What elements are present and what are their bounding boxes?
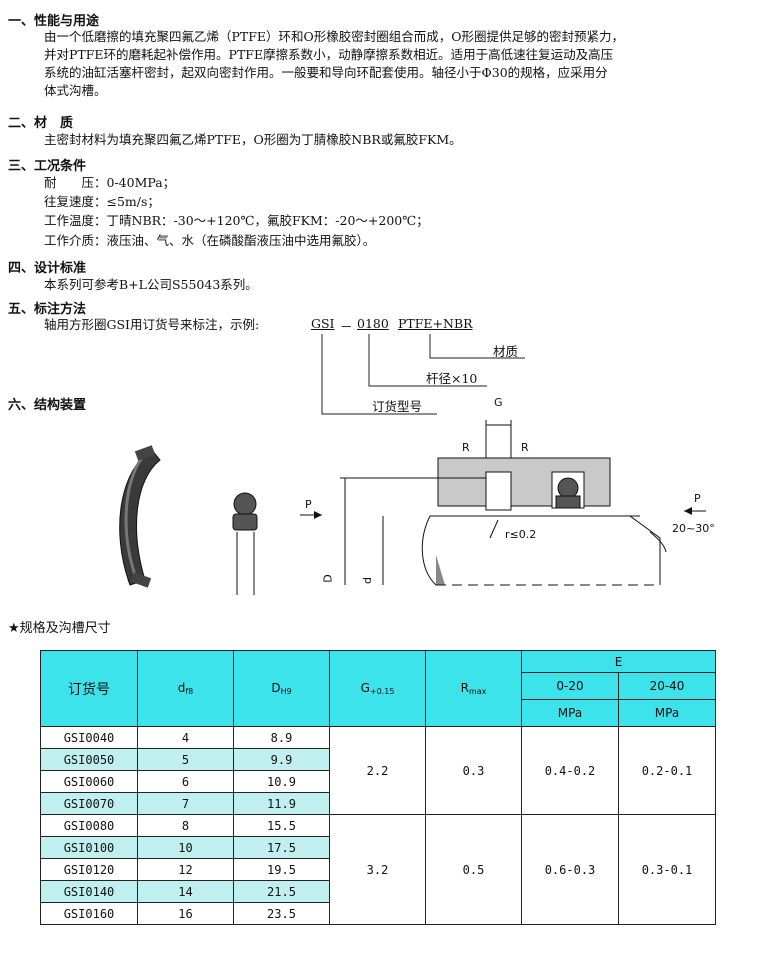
- table-row: GSI0160 16 23.5: [40, 902, 716, 925]
- chamfer-angle-label: 20~30°: [672, 522, 715, 535]
- pressure-label-left: P: [305, 498, 312, 511]
- pressure-label-right: P: [694, 492, 701, 505]
- section-3-line: 往复速度：≤5m/s；: [44, 194, 160, 209]
- section-1-line: 由一个低磨擦的填充聚四氟乙烯（PTFE）环和O形橡胶密封圈组合而成，O形圈提供足…: [44, 29, 625, 44]
- cell-d: 5: [137, 748, 234, 771]
- section-5-line: 轴用方形圈GSI用订货号来标注，示例:: [44, 317, 260, 332]
- header-order: 订货号: [40, 650, 138, 727]
- groove-width-label: G: [494, 396, 503, 409]
- header-r: Rmax: [425, 650, 522, 727]
- cell-d: 12: [137, 858, 234, 881]
- header-e1-top: 0-20: [521, 672, 619, 700]
- seal-cross-section-image: [232, 492, 258, 595]
- section-1-line: 并对PTFE环的磨耗起补偿作用。PTFE摩擦系数小，动静摩擦系数相近。适用于高低…: [44, 47, 614, 62]
- cell-D: 10.9: [233, 770, 330, 793]
- header-df: df8: [137, 650, 234, 727]
- order-material: PTFE+NBR: [398, 316, 473, 331]
- cell-code: GSI0100: [40, 836, 138, 859]
- order-dash: －: [340, 319, 353, 334]
- cell-r: 0.5: [425, 814, 522, 925]
- radius-label-right: R: [521, 441, 529, 454]
- header-dh: DH9: [233, 650, 330, 727]
- header-e1-bottom: MPa: [521, 699, 619, 727]
- header-e2-top: 20-40: [618, 672, 716, 700]
- section-4-line: 本系列可参考B+L公司S55043系列。: [44, 277, 258, 292]
- cell-d: 10: [137, 836, 234, 859]
- cell-code: GSI0120: [40, 858, 138, 881]
- section-5-title: 五、标注方法: [8, 302, 87, 317]
- cell-D: 23.5: [233, 902, 330, 925]
- table-title: ★规格及沟槽尺寸: [8, 621, 111, 636]
- cell-d: 4: [137, 726, 234, 749]
- section-6-title: 六、结构装置: [8, 398, 87, 413]
- corner-radius-label: r≤0.2: [505, 528, 537, 541]
- seal-structure-diagram: [119, 420, 706, 595]
- section-3-line: 工作介质：液压油、气、水（在磷酸酯液压油中选用氟胶）。: [44, 233, 376, 248]
- cell-r: 0.3: [425, 726, 522, 815]
- header-e2-bottom: MPa: [618, 699, 716, 727]
- cell-d: 14: [137, 880, 234, 903]
- cell-code: GSI0050: [40, 748, 138, 771]
- cell-code: GSI0070: [40, 792, 138, 815]
- order-code: GSI: [311, 316, 335, 331]
- cell-e2: 0.3-0.1: [618, 814, 716, 925]
- cell-g: 3.2: [329, 814, 426, 925]
- cell-e1: 0.4-0.2: [521, 726, 619, 815]
- cell-d: 6: [137, 770, 234, 793]
- order-size: 0180: [357, 316, 389, 331]
- order-label-order: 订货型号: [372, 399, 423, 414]
- section-4-title: 四、设计标准: [8, 261, 87, 276]
- cell-D: 17.5: [233, 836, 330, 859]
- section-3-line: 耐 压：0-40MPa；: [44, 175, 176, 190]
- cell-e2: 0.2-0.1: [618, 726, 716, 815]
- cell-code: GSI0080: [40, 814, 138, 837]
- order-label-material: 材质: [493, 344, 519, 359]
- table-row: GSI0060 6 10.9: [40, 770, 716, 793]
- section-1-line: 体式沟槽。: [44, 83, 107, 98]
- header-g: G+0.15: [329, 650, 426, 727]
- section-3-title: 三、工况条件: [8, 159, 87, 174]
- order-leader-lines: [321, 334, 525, 415]
- order-label-size: 杆径×10: [426, 371, 478, 386]
- cell-code: GSI0160: [40, 902, 138, 925]
- cell-D: 15.5: [233, 814, 330, 837]
- radius-label-left: R: [462, 441, 470, 454]
- cell-code: GSI0140: [40, 880, 138, 903]
- table-row: GSI0140 14 21.5: [40, 880, 716, 903]
- cell-e1: 0.6-0.3: [521, 814, 619, 925]
- table-row: GSI0050 5 9.9: [40, 748, 716, 771]
- section-3-line: 工作温度：丁晴NBR：-30～+120℃，氟胶FKM：-20～+200℃；: [44, 213, 429, 228]
- table-row: GSI0100 10 17.5: [40, 836, 716, 859]
- seal-ring-3d-image: [119, 445, 161, 588]
- header-e: E: [521, 650, 716, 673]
- bore-diameter-label: D: [321, 574, 335, 583]
- cell-g: 2.2: [329, 726, 426, 815]
- cell-d: 16: [137, 902, 234, 925]
- cell-D: 9.9: [233, 748, 330, 771]
- section-1-line: 系统的油缸活塞杆密封，起双向密封作用。一般要和导向环配套使用。轴径小于Φ30的规…: [44, 65, 608, 80]
- section-2-title: 二、材 质: [8, 116, 74, 131]
- section-2-line: 主密封材料为填充聚四氟乙烯PTFE，O形圈为丁腈橡胶NBR或氟胶FKM。: [44, 132, 462, 147]
- table-row: GSI0040 4 8.9 2.2 0.3 0.4-0.2 0.2-0.1: [40, 726, 716, 815]
- rod-diameter-label: d: [360, 577, 374, 584]
- cell-d: 7: [137, 792, 234, 815]
- cell-D: 8.9: [233, 726, 330, 749]
- cell-d: 8: [137, 814, 234, 837]
- cell-D: 11.9: [233, 792, 330, 815]
- cell-code: GSI0060: [40, 770, 138, 793]
- cell-code: GSI0040: [40, 726, 138, 749]
- table-row: GSI0080 8 15.5 3.2 0.5 0.6-0.3 0.3-0.1: [40, 814, 716, 925]
- section-1-title: 一、性能与用途: [8, 14, 100, 29]
- cell-D: 19.5: [233, 858, 330, 881]
- cell-D: 21.5: [233, 880, 330, 903]
- spec-table: 订货号 df8 DH9 G+0.15 Rmax E 0-20 20-40 MPa…: [40, 650, 716, 925]
